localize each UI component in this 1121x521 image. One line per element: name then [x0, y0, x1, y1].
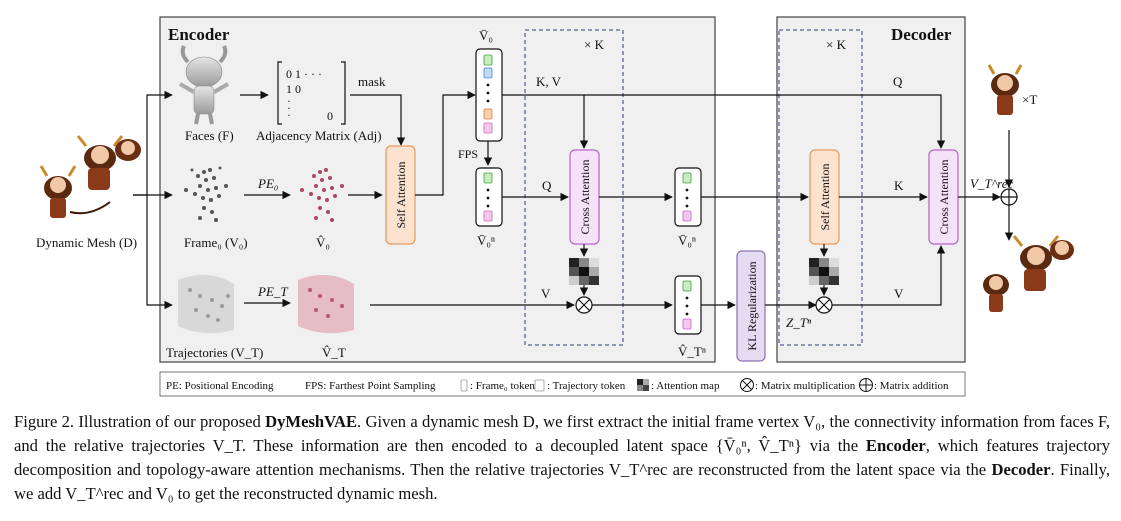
- v0n-mid-token-column: [674, 167, 702, 227]
- frame0-label: Frame₀ (V₀): [184, 235, 248, 250]
- caption-part-1: Figure 2. Illustration of our proposed: [14, 412, 266, 431]
- frame0-pointcloud: [184, 166, 228, 222]
- encoder-cross-attention-label: Cross Attention: [578, 159, 592, 234]
- decoder-cross-attention-label: Cross Attention: [937, 159, 951, 234]
- legend-trajectory-token: : Trajectory token: [547, 380, 626, 392]
- decoder-self-attention-label: Self Attention: [818, 164, 832, 231]
- zt-label: Z_Tⁿ: [786, 315, 812, 330]
- faces-mesh-image: [179, 45, 229, 125]
- dynamic-mesh-label: Dynamic Mesh (D): [36, 235, 137, 250]
- caption-bold-dymeshvae: DyMeshVAE: [265, 412, 358, 431]
- reconstructed-dynamic-mesh-image: [983, 235, 1074, 312]
- encoder-self-attention-label: Self Attention: [394, 162, 408, 229]
- decoder-title: Decoder: [891, 25, 952, 44]
- kl-regularization-label: KL Regularization: [745, 261, 759, 350]
- encoder-attention-map: [569, 258, 599, 285]
- caption-part-3: , which features trajectory decompositio…: [14, 436, 1110, 479]
- vtn-hat-label: V̂_Tⁿ: [678, 344, 706, 359]
- kl-regularization-block: [736, 250, 766, 362]
- legend-frame-token-icon: [460, 379, 468, 392]
- legend-frame-token: : Frame₀ token: [470, 380, 535, 392]
- legend-matmul-icon: [740, 378, 754, 392]
- architecture-diagram: Encoder Decoder × K × K Dynamic Mesh (D)…: [36, 16, 1074, 397]
- caption-part-4: . Finally, we add V_T^rec and V₀ to get …: [14, 460, 1111, 503]
- pe0-label: PE₀: [257, 176, 278, 191]
- v0n-token-column: [475, 167, 503, 227]
- q-top-label: Q: [893, 74, 903, 89]
- encoder-title: Encoder: [168, 25, 230, 44]
- k-decoder-label: K: [894, 178, 904, 193]
- dynamic-mesh-image: [39, 135, 141, 218]
- vt-rec-label: V_T^rec: [970, 176, 1014, 191]
- legend-matadd-icon: [859, 378, 873, 392]
- legend-matadd: : Matrix addition: [874, 380, 949, 392]
- trajectories-image: [178, 274, 234, 334]
- encoder-repeat-label: × K: [584, 37, 605, 52]
- legend-attention-map-icon: [637, 379, 649, 391]
- trajectories-label: Trajectories (V_T): [166, 345, 263, 360]
- encoder-matmul-icon: [575, 296, 593, 314]
- legend-fps: FPS: Farthest Point Sampling: [305, 380, 436, 392]
- matrix-addition-icon: [1000, 188, 1018, 206]
- trajectories-encoded-image: [298, 274, 354, 334]
- arrow-to-trajectories: [146, 195, 173, 310]
- frame0-encoded-pointcloud: [300, 168, 344, 222]
- encoder-panel: [159, 16, 716, 363]
- matrix-row-2: 1 0: [286, 82, 301, 96]
- fps-label: FPS: [458, 147, 478, 161]
- arrow-self-attention-to-v0: [415, 90, 476, 196]
- matrix-row-1: 0 1 · · ·: [286, 67, 322, 81]
- legend-trajectory-token-icon: [534, 379, 545, 392]
- mask-label: mask: [358, 74, 386, 89]
- v0-hat-label: V̂₀: [316, 235, 330, 250]
- matrix-zero: 0: [327, 109, 333, 123]
- v0-token-column: [475, 48, 503, 142]
- v-encoder-label: V: [541, 286, 551, 301]
- q-encoder-label: Q: [542, 178, 552, 193]
- legend-pe: PE: Positional Encoding: [166, 380, 274, 392]
- v-decoder-label: V: [894, 286, 904, 301]
- pet-label: PE_T: [257, 284, 288, 299]
- figure-caption: Figure 2. Illustration of our proposed D…: [14, 410, 1110, 506]
- vt-hat-label: V̂_T: [322, 345, 346, 360]
- arrow-q-decoder: [584, 94, 946, 149]
- legend-box: [159, 371, 966, 397]
- legend-matmul: : Matrix multiplication: [755, 380, 856, 392]
- adjacency-matrix: 0 1 · · · 1 0 · · · 0: [277, 61, 346, 125]
- times-t-label: ×T: [1022, 92, 1037, 107]
- v0-bar-top-label: V̄₀: [479, 28, 493, 43]
- svg-text:·: ·: [287, 94, 291, 108]
- caption-part-2: . Given a dynamic mesh D, we first extra…: [14, 412, 1110, 455]
- frame0-output-character: [987, 64, 1023, 115]
- decoder-repeat-box: [778, 29, 863, 346]
- vtn-token-column: [674, 275, 702, 335]
- adjacency-label: Adjacency Matrix (Adj): [256, 128, 382, 143]
- v0n-mid-label: V̄₀ⁿ: [678, 233, 696, 248]
- caption-bold-decoder: Decoder: [991, 460, 1051, 479]
- decoder-attention-map: [809, 258, 839, 285]
- legend-attention-map: : Attention map: [651, 380, 720, 392]
- arrow-mask-to-self-attention: [350, 94, 406, 146]
- caption-bold-encoder: Encoder: [865, 436, 926, 455]
- decoder-matmul-icon: [815, 296, 833, 314]
- kv-label: K, V: [536, 74, 562, 89]
- decoder-repeat-label: × K: [826, 37, 847, 52]
- encoder-repeat-box: [524, 29, 624, 346]
- architecture-figure: Encoder Decoder × K × K Dynamic Mesh (D)…: [36, 16, 1074, 397]
- faces-label: Faces (F): [185, 128, 234, 143]
- v0n-bar-label: V̄₀ⁿ: [477, 233, 495, 248]
- svg-text:·: ·: [287, 101, 291, 115]
- svg-text:·: ·: [287, 108, 291, 122]
- arrow-v-decoder: [832, 245, 946, 306]
